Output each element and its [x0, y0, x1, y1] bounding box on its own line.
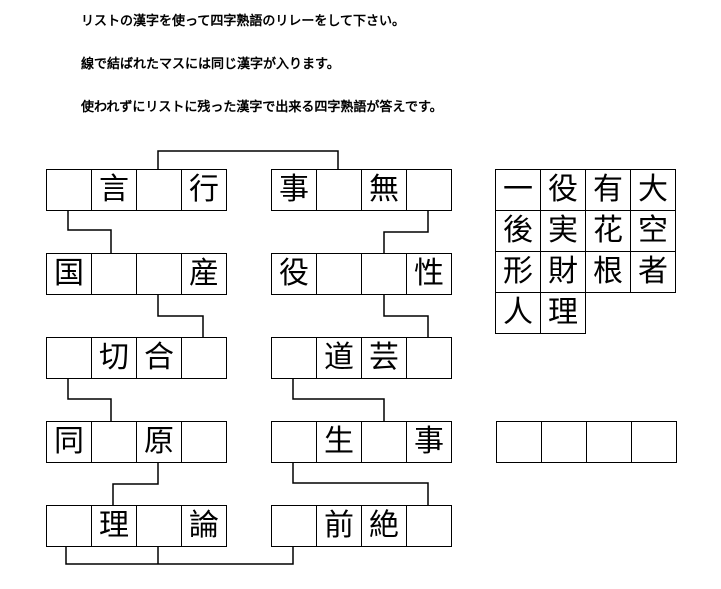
connector-line [292, 463, 429, 505]
puzzle-cell[interactable]: 生 [316, 421, 362, 463]
puzzle-cell[interactable] [271, 505, 317, 547]
connector-line [157, 295, 204, 337]
puzzle-cell[interactable] [181, 337, 227, 379]
puzzle-cell[interactable]: 前 [316, 505, 362, 547]
answer-cell[interactable] [586, 421, 632, 463]
puzzle-row-right-4: 生 事 [271, 421, 452, 463]
puzzle-cell[interactable] [46, 169, 92, 211]
puzzle-cell[interactable] [46, 505, 92, 547]
answer-cell[interactable] [496, 421, 542, 463]
puzzle-cell[interactable]: 役 [271, 253, 317, 295]
connector-line [112, 463, 159, 505]
puzzle-cell[interactable] [136, 169, 182, 211]
puzzle-cell[interactable]: 絶 [361, 505, 407, 547]
puzzle-cell[interactable]: 行 [181, 169, 227, 211]
puzzle-cell[interactable] [316, 253, 362, 295]
puzzle-cell[interactable]: 切 [91, 337, 137, 379]
puzzle-cell[interactable]: 事 [271, 169, 317, 211]
puzzle-row-left-2: 国 産 [46, 253, 227, 295]
puzzle-cell[interactable] [361, 253, 407, 295]
puzzle-cell[interactable] [91, 253, 137, 295]
puzzle-cell[interactable] [406, 169, 452, 211]
puzzle-row-right-1: 事 無 [271, 169, 452, 211]
puzzle-row-left-3: 切 合 [46, 337, 227, 379]
connector-line [383, 295, 429, 337]
puzzle-cell[interactable]: 事 [406, 421, 452, 463]
kanji-list-item[interactable]: 大 [630, 169, 676, 211]
kanji-list-item[interactable]: 後 [495, 210, 541, 252]
kanji-list-item[interactable]: 実 [540, 210, 586, 252]
kanji-list-item[interactable]: 者 [630, 251, 676, 293]
answer-cell[interactable] [541, 421, 587, 463]
puzzle-cell[interactable]: 論 [181, 505, 227, 547]
puzzle-cell[interactable]: 理 [91, 505, 137, 547]
puzzle-cell[interactable]: 産 [181, 253, 227, 295]
kanji-list-item[interactable]: 役 [540, 169, 586, 211]
instruction-line-2: 線で結ばれたマスには同じ漢字が入ります。 [81, 57, 340, 72]
puzzle-cell[interactable] [271, 421, 317, 463]
connector-line [67, 379, 112, 421]
connector-line [292, 379, 385, 421]
kanji-list-item[interactable]: 一 [495, 169, 541, 211]
puzzle-cell[interactable]: 原 [136, 421, 182, 463]
answer-row [496, 421, 677, 463]
kanji-list-item[interactable]: 財 [540, 251, 586, 293]
puzzle-cell[interactable]: 合 [136, 337, 182, 379]
puzzle-cell[interactable]: 国 [46, 253, 92, 295]
connector-line [65, 547, 294, 565]
puzzle-cell[interactable] [136, 505, 182, 547]
connector-line [157, 150, 339, 169]
answer-cell[interactable] [631, 421, 677, 463]
instruction-line-1: リストの漢字を使って四字熟語のリレーをして下さい。 [81, 14, 405, 29]
instruction-line-3: 使われずにリストに残った漢字で出来る四字熟語が答えです。 [81, 100, 443, 115]
puzzle-cell[interactable]: 同 [46, 421, 92, 463]
puzzle-row-left-5: 理 論 [46, 505, 227, 547]
puzzle-cell[interactable]: 性 [406, 253, 452, 295]
connector-line [67, 210, 112, 253]
puzzle-cell[interactable] [271, 337, 317, 379]
puzzle-cell[interactable]: 無 [361, 169, 407, 211]
puzzle-cell[interactable] [406, 337, 452, 379]
puzzle-cell[interactable] [316, 169, 362, 211]
kanji-list-item[interactable]: 理 [540, 292, 586, 334]
puzzle-row-right-2: 役 性 [271, 253, 452, 295]
puzzle-cell[interactable] [361, 421, 407, 463]
kanji-list-item[interactable]: 花 [585, 210, 631, 252]
connector-line [383, 210, 429, 253]
kanji-list-item[interactable]: 空 [630, 210, 676, 252]
puzzle-cell[interactable] [406, 505, 452, 547]
puzzle-row-left-1: 言 行 [46, 169, 227, 211]
puzzle-row-right-3: 道 芸 [271, 337, 452, 379]
puzzle-cell[interactable]: 芸 [361, 337, 407, 379]
puzzle-cell[interactable]: 言 [91, 169, 137, 211]
kanji-list: 一 役 有 大 後 実 花 空 形 財 根 者 人 理 [495, 169, 676, 334]
kanji-list-item[interactable]: 人 [495, 292, 541, 334]
puzzle-row-right-5: 前 絶 [271, 505, 452, 547]
kanji-list-item[interactable]: 根 [585, 251, 631, 293]
puzzle-row-left-4: 同 原 [46, 421, 227, 463]
puzzle-cell[interactable] [181, 421, 227, 463]
kanji-list-item[interactable]: 形 [495, 251, 541, 293]
kanji-list-item[interactable]: 有 [585, 169, 631, 211]
puzzle-cell[interactable] [91, 421, 137, 463]
puzzle-cell[interactable] [46, 337, 92, 379]
puzzle-cell[interactable] [136, 253, 182, 295]
puzzle-cell[interactable]: 道 [316, 337, 362, 379]
